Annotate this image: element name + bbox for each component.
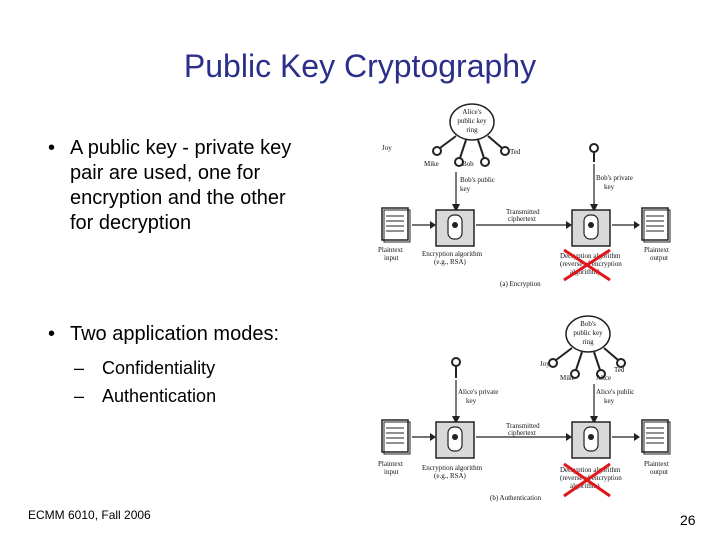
slide-title: Public Key Cryptography <box>183 48 537 84</box>
bullet-modes: • Two application modes: <box>48 322 370 347</box>
bullet-line: pair are used, one for <box>70 162 261 184</box>
encryption-box-icon <box>435 209 475 247</box>
plaintext-input-label: Plaintext <box>378 246 403 254</box>
bullet-keypair: • A public key - private key pair are us… <box>48 136 370 236</box>
plaintext-output-label: Plaintext <box>644 246 669 254</box>
ring-label-line: Alice's <box>462 108 481 116</box>
plaintext-input-icon <box>381 419 411 455</box>
decryption-algorithm-label: algorithm) <box>570 268 600 276</box>
key-left-label: key <box>460 185 471 193</box>
decryption-box-icon <box>571 209 611 247</box>
name-label: Mike <box>424 160 439 168</box>
key-right-label: key <box>604 183 615 191</box>
name-label: Mike <box>560 374 575 382</box>
sub-text: Authentication <box>102 386 217 406</box>
bullet-text: Two application modes: <box>70 323 280 345</box>
plaintext-output-icon <box>641 207 671 243</box>
transmitted-label: Transmitted <box>506 208 540 216</box>
name-label: Ted <box>614 366 625 374</box>
plaintext-output-icon <box>641 419 671 455</box>
hanging-keys-icon <box>548 347 626 379</box>
key-right-label: Alice's public <box>596 388 634 396</box>
bullet-dot: • <box>48 137 56 159</box>
private-key-icon <box>451 357 461 378</box>
plaintext-output-label: output <box>650 468 668 476</box>
key-left-label: key <box>466 397 477 405</box>
ring-label-line: public key <box>573 329 603 337</box>
ring-label-line: ring <box>582 338 594 346</box>
transmitted-label: Transmitted <box>506 422 540 430</box>
decryption-algorithm-label: Decryption algorithm <box>560 252 621 260</box>
sub-text: Confidentiality <box>102 358 216 378</box>
name-label: Alice <box>596 374 611 382</box>
subbullet-authentication: – Authentication <box>74 382 217 410</box>
bullet-line: for decryption <box>70 212 192 234</box>
plaintext-input-label: input <box>384 468 398 476</box>
key-left-label: Alice's private <box>458 388 498 396</box>
key-ring: Bob's public key ring <box>565 315 611 353</box>
transmitted-label: ciphertext <box>508 215 536 223</box>
page-number: 26 <box>680 512 696 528</box>
ring-label-line: public key <box>457 117 487 125</box>
encryption-algorithm-label: Encryption algorithm <box>422 250 483 258</box>
plaintext-input-icon <box>381 207 411 243</box>
bullet-line: A public key - private key <box>70 137 292 159</box>
key-ring: Alice's public key ring <box>449 103 495 141</box>
hanging-keys-icon <box>432 135 510 167</box>
decryption-algorithm-label: algorithm) <box>570 482 600 490</box>
name-label: Joy <box>540 360 550 368</box>
footer-course: ECMM 6010, Fall 2006 <box>28 508 151 522</box>
diagram-caption: (a) Encryption <box>500 280 541 288</box>
diagram-caption: (b) Authentication <box>490 494 542 502</box>
red-cross-icon <box>563 248 611 282</box>
encryption-algorithm-label: (e.g., RSA) <box>434 258 467 266</box>
red-cross-icon <box>563 462 611 498</box>
key-right-label: Bob's private <box>596 174 633 182</box>
encryption-diagram: Alice's public key ring Joy Ted Mike Bob… <box>378 103 671 288</box>
sub-dash: – <box>74 358 85 378</box>
name-label: Joy <box>382 144 392 152</box>
transmitted-label: ciphertext <box>508 429 536 437</box>
sub-dash: – <box>74 386 85 406</box>
subbullet-confidentiality: – Confidentiality <box>74 354 216 382</box>
name-label: Ted <box>510 148 521 156</box>
authentication-diagram: Bob's public key ring Joy Ted Mike Alice… <box>378 315 671 502</box>
key-right-label: key <box>604 397 615 405</box>
name-label: Bob <box>462 160 474 168</box>
encryption-algorithm-label: (e.g., RSA) <box>434 472 467 480</box>
key-left-label: Bob's public <box>460 176 495 184</box>
encryption-box-icon <box>435 421 475 459</box>
encryption-algorithm-label: Encryption algorithm <box>422 464 483 472</box>
private-key-icon <box>589 143 599 162</box>
plaintext-input-label: Plaintext <box>378 460 403 468</box>
plaintext-output-label: Plaintext <box>644 460 669 468</box>
bullet-line: encryption and the other <box>70 187 286 209</box>
plaintext-output-label: output <box>650 254 668 262</box>
ring-label-line: ring <box>466 126 478 134</box>
plaintext-input-label: input <box>384 254 398 262</box>
bullet-dot: • <box>48 323 56 345</box>
decryption-algorithm-label: Decryption algorithm <box>560 466 621 474</box>
ring-label-line: Bob's <box>580 320 596 328</box>
decryption-box-icon <box>571 421 611 459</box>
